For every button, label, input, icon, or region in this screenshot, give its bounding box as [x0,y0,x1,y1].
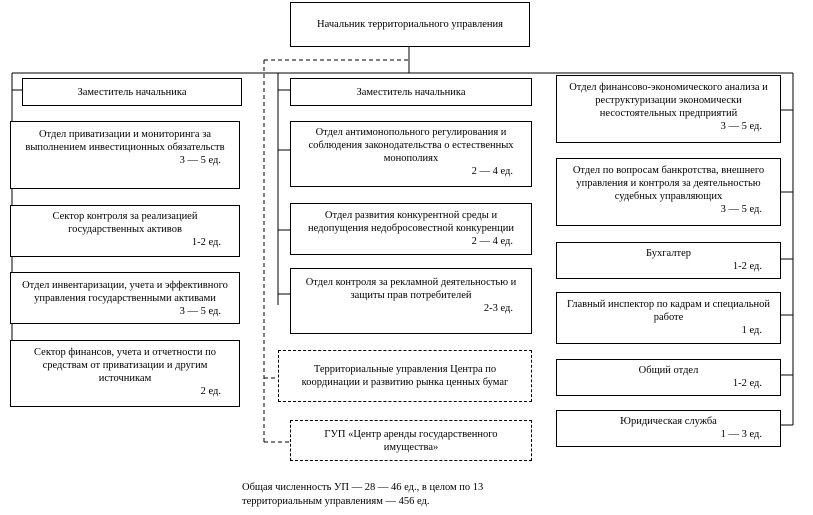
unit-staff: 1 ед. [741,325,762,336]
left-unit-box: Сектор финансов, учета и отчетности по с… [10,340,240,407]
unit-name: Отдел антимонопольного регулирования и с… [308,127,514,164]
unit-name: Юридическая служба [620,416,717,427]
right-unit-box: Отдел финансово-экономического анализа и… [556,75,781,143]
middle-deputy-box: Заместитель начальника [290,78,532,106]
left-deputy-title: Заместитель начальника [77,86,187,98]
unit-name: Отдел инвентаризации, учета и эффективно… [22,280,228,304]
right-unit-box: Главный инспектор по кадрам и специально… [556,292,781,344]
unit-name: Территориальные управления Центра по коо… [301,364,509,388]
unit-staff: 2 — 4 ед. [471,166,513,177]
left-unit-box: Сектор контроля за реализацией государст… [10,205,240,257]
unit-name: Сектор контроля за реализацией государст… [52,211,198,235]
unit-staff: 2 — 4 ед. [471,236,513,247]
unit-name: ГУП «Центр аренды государственного имуще… [324,428,498,453]
staff-total-note: Общая численность УП — 28 — 46 ед., в це… [242,482,484,507]
unit-name: Отдел приватизации и мониторинга за выпо… [25,129,225,153]
unit-staff: 3 — 5 ед. [720,121,762,132]
left-unit-box: Отдел приватизации и мониторинга за выпо… [10,121,240,189]
right-unit-box: Общий отдел 1-2 ед. [556,359,781,396]
unit-name: Отдел контроля за рекламной деятельность… [305,277,517,301]
affiliated-organization-box: ГУП «Центр аренды государственного имуще… [290,420,532,461]
unit-name: Общий отдел [638,365,699,376]
unit-name: Отдел развития конкурентной среды и недо… [308,210,514,234]
middle-unit-box: Отдел контроля за рекламной деятельность… [290,268,532,334]
unit-staff: 2 ед. [200,386,221,397]
right-unit-box: Юридическая служба 1 — 3 ед. [556,410,781,447]
unit-staff: 1-2 ед. [732,261,762,272]
unit-staff: 1-2 ед. [191,237,221,248]
unit-name: Отдел по вопросам банкротства, внешнего … [572,165,765,202]
middle-deputy-title: Заместитель начальника [356,86,466,98]
unit-name: Главный инспектор по кадрам и специально… [566,299,771,323]
unit-name: Отдел финансово-экономического анализа и… [569,82,768,119]
unit-staff: 3 — 5 ед. [179,306,221,317]
affiliated-organization-box: Территориальные управления Центра по коо… [278,350,532,402]
chief-title: Начальник территориального управления [317,19,503,30]
unit-staff: 3 — 5 ед. [720,204,762,215]
unit-staff: 2-3 ед. [483,303,513,314]
chief-box: Начальник территориального управления [290,2,530,47]
left-unit-box: Отдел инвентаризации, учета и эффективно… [10,272,240,324]
unit-staff: 3 — 5 ед. [179,155,221,166]
unit-staff: 1-2 ед. [732,378,762,389]
middle-unit-box: Отдел антимонопольного регулирования и с… [290,121,532,187]
right-unit-box: Отдел по вопросам банкротства, внешнего … [556,158,781,226]
middle-unit-box: Отдел развития конкурентной среды и недо… [290,203,532,255]
unit-name: Сектор финансов, учета и отчетности по с… [34,347,216,384]
left-deputy-box: Заместитель начальника [22,78,242,106]
unit-name: Бухгалтер [645,248,692,259]
right-unit-box: Бухгалтер 1-2 ед. [556,242,781,279]
unit-staff: 1 — 3 ед. [720,429,762,440]
